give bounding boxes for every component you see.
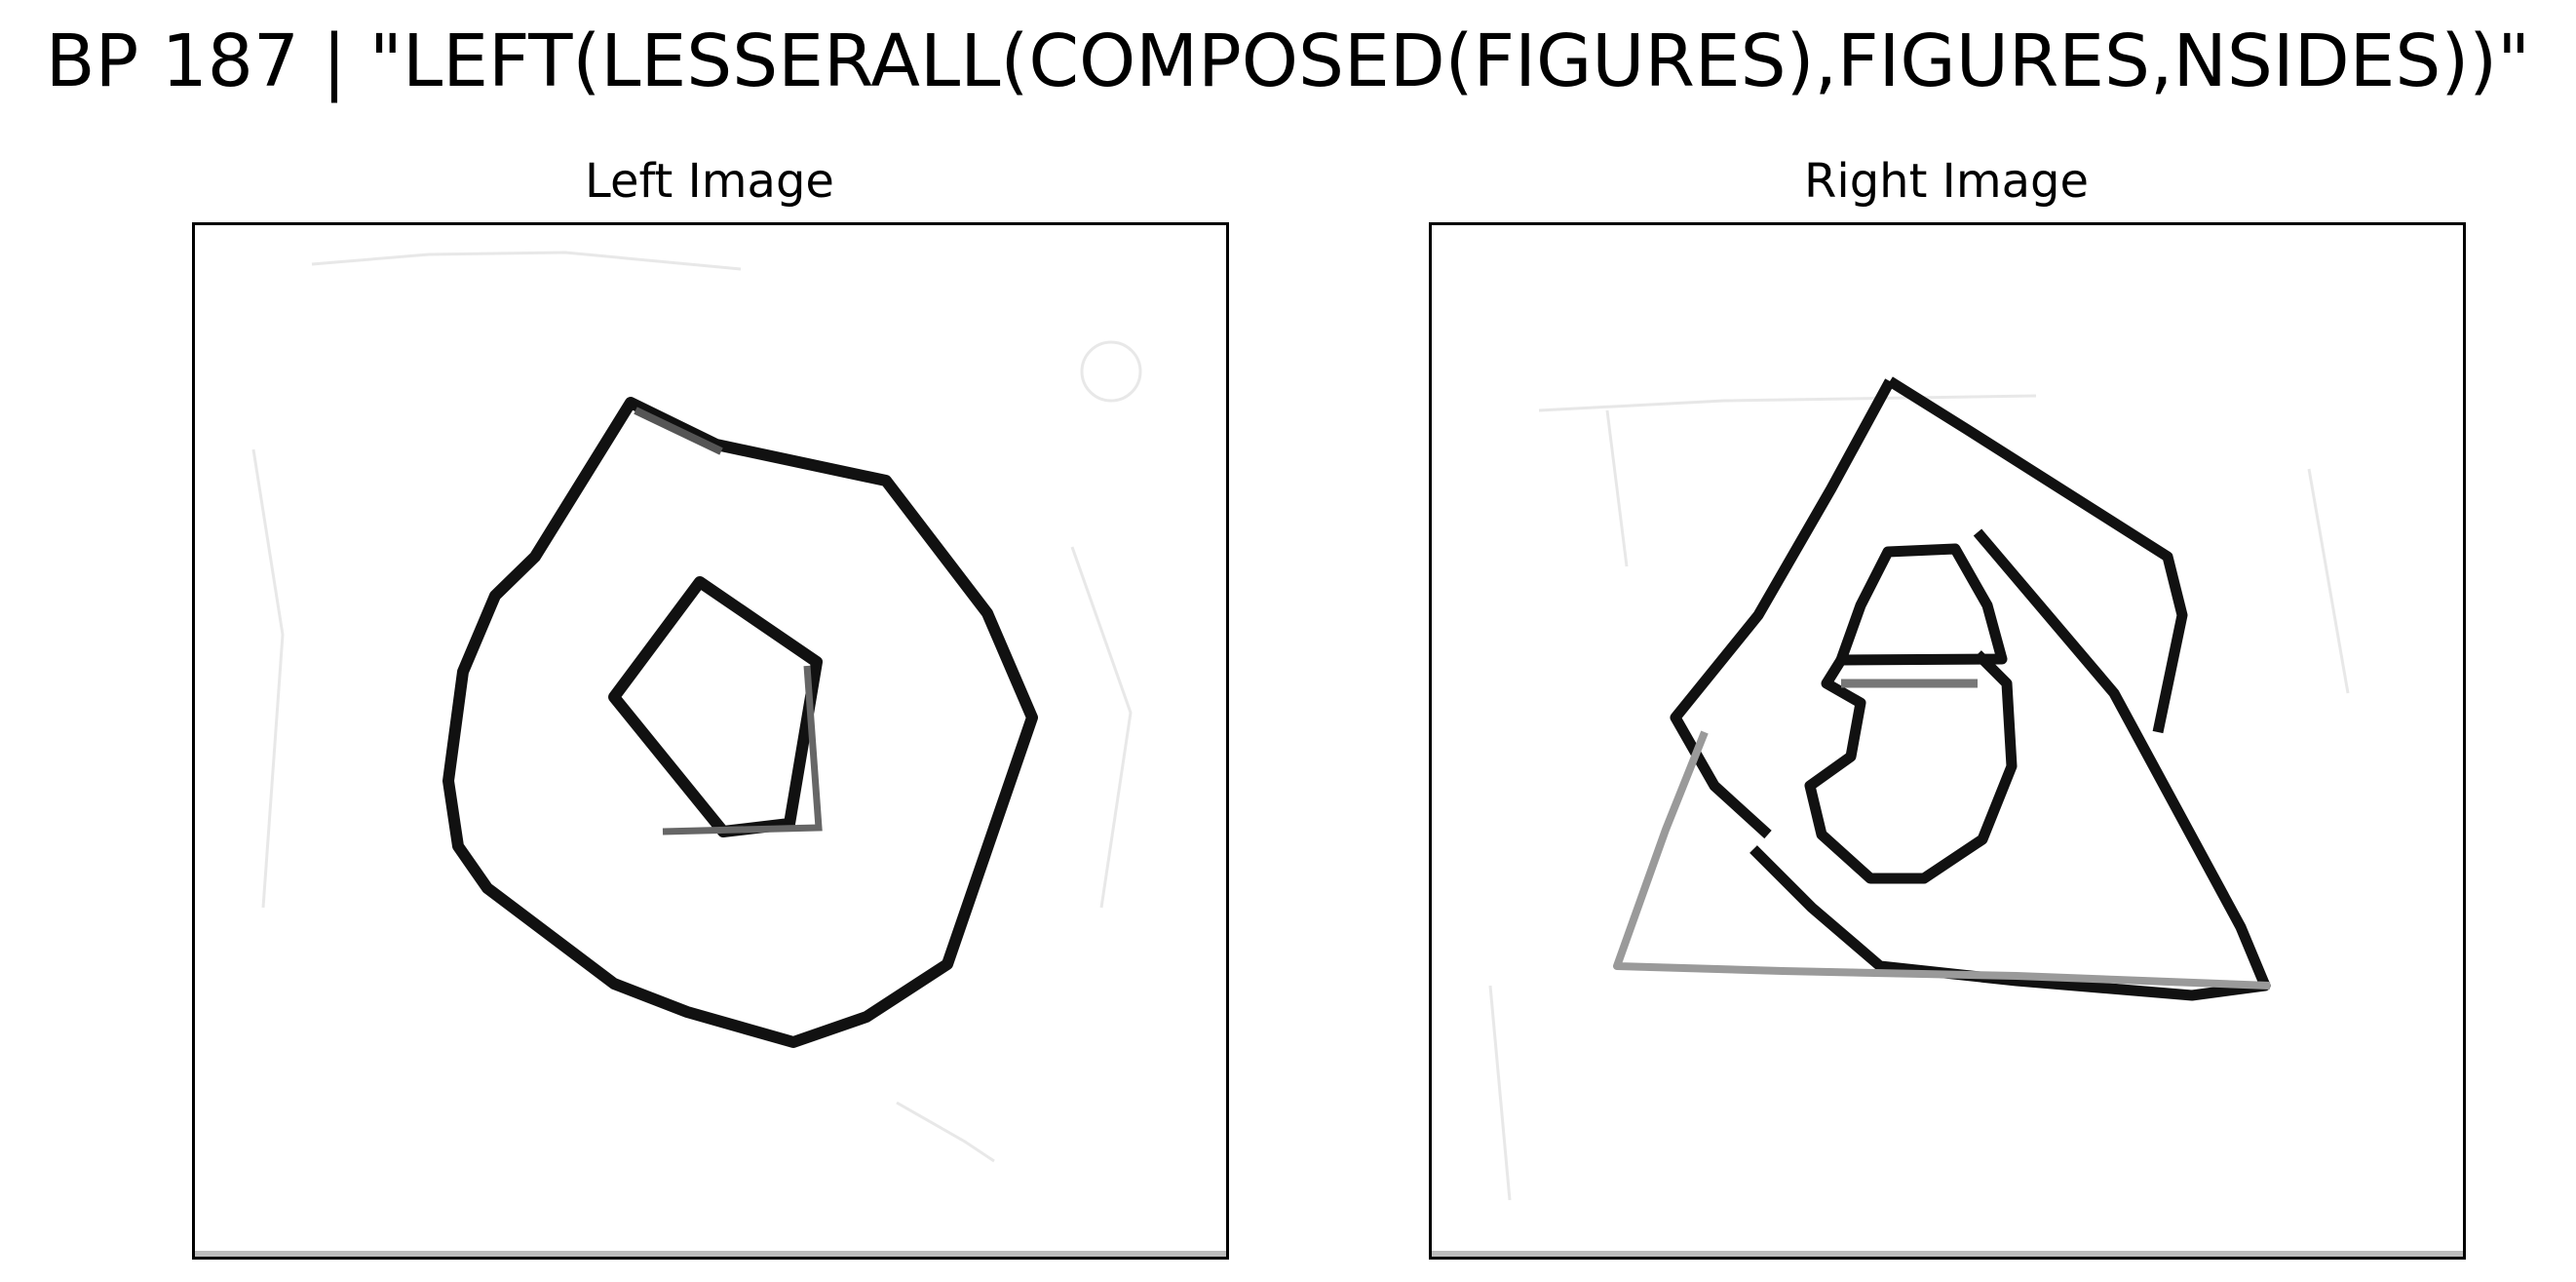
- faint-stroke: [251, 448, 285, 909]
- outer-shape-left: [1670, 378, 1895, 839]
- inner-quadrilateral: [608, 576, 823, 837]
- outer-shape-top: [1887, 376, 2188, 734]
- left-panel-title: Left Image: [585, 154, 834, 209]
- right-image-drawing: [1488, 376, 2350, 1201]
- right-image-panel: [1429, 222, 2466, 1260]
- inner-quadrilateral-echo: [662, 665, 823, 835]
- faint-stroke: [896, 1101, 995, 1163]
- faint-stroke: [1070, 546, 1133, 909]
- outer-polygon-shadow: [634, 407, 723, 455]
- faint-stroke: [1488, 985, 1512, 1201]
- faint-lower-triangle: [1613, 730, 2271, 990]
- faint-stroke: [1605, 409, 1629, 567]
- figure-title: BP 187 | "LEFT(LESSERALL(COMPOSED(FIGURE…: [45, 19, 2531, 103]
- inner-pentagon: [1835, 543, 2008, 666]
- outer-polygon: [442, 397, 1038, 1048]
- inner-hexagon: [1804, 650, 2018, 884]
- left-image-panel: [192, 222, 1229, 1260]
- inner-triangle: [1749, 528, 2271, 1001]
- faint-stroke: [2307, 468, 2350, 694]
- faint-stroke: [1080, 340, 1142, 403]
- left-image-drawing: [251, 251, 1142, 1163]
- right-panel-title: Right Image: [1804, 154, 2089, 209]
- faint-stroke: [1538, 394, 2037, 412]
- faint-stroke: [311, 251, 742, 271]
